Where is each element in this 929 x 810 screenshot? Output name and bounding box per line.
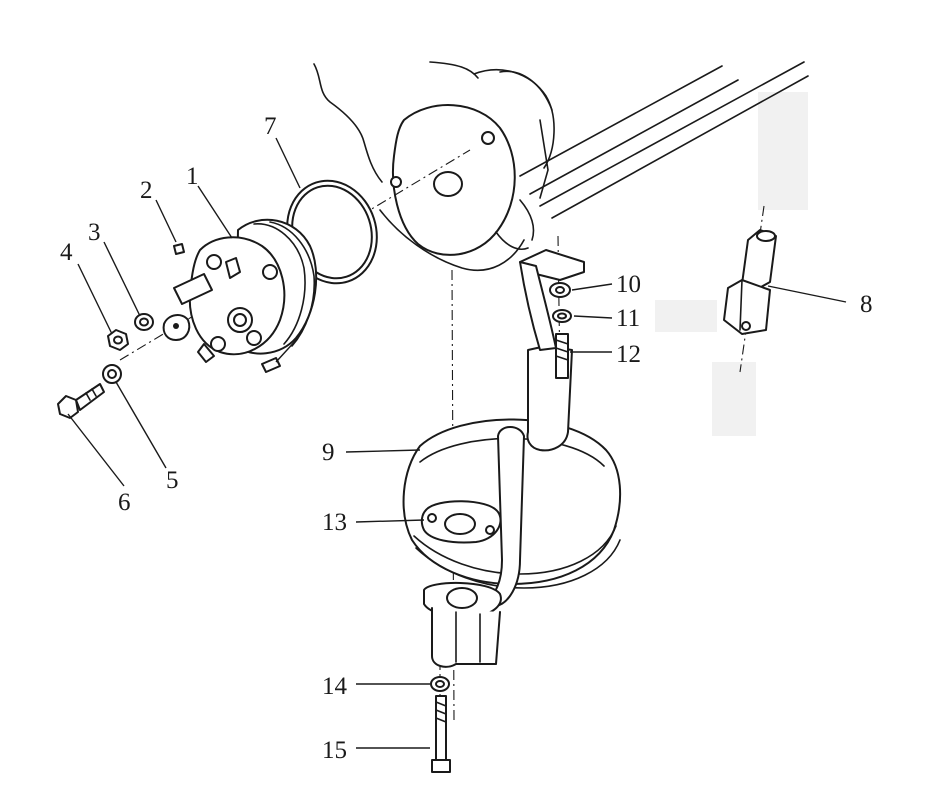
callout-6: 6 [118, 489, 131, 516]
stud-bolt [555, 333, 569, 379]
engine-block [313, 61, 555, 272]
lock-washer [134, 313, 154, 331]
callout-11: 11 [616, 305, 640, 332]
callout-12: 12 [616, 341, 641, 368]
scan-artifacts [655, 92, 808, 436]
callout-15: 15 [322, 737, 347, 764]
callout-1: 1 [186, 163, 199, 190]
pickup-flange [423, 582, 502, 668]
callout-13: 13 [322, 509, 347, 536]
hex-bolt [57, 383, 105, 419]
callout-7: 7 [264, 113, 277, 140]
callout-8: 8 [860, 291, 873, 318]
callout-2: 2 [140, 177, 153, 204]
clip-washer [549, 282, 571, 298]
dowel-pin [261, 337, 299, 373]
callout-labels: 1 2 3 4 5 6 7 8 9 10 11 12 13 14 15 [60, 113, 873, 764]
callout-3: 3 [88, 219, 101, 246]
flange-gasket [420, 500, 502, 544]
bottom-washer [430, 676, 450, 692]
callout-5: 5 [166, 467, 179, 494]
long-bolt [431, 695, 451, 773]
flat-washer [102, 364, 122, 384]
spring-washer [552, 309, 572, 323]
tube-rails [519, 61, 809, 219]
callout-4: 4 [60, 239, 73, 266]
tube-fitting [723, 229, 777, 335]
key-pin [173, 243, 185, 255]
oil-strainer [402, 249, 622, 607]
oil-pump-body [162, 218, 318, 363]
callout-10: 10 [616, 271, 641, 298]
hex-nut [107, 329, 129, 351]
callout-9: 9 [322, 439, 335, 466]
callout-14: 14 [322, 673, 348, 700]
leader-lines [67, 137, 847, 749]
